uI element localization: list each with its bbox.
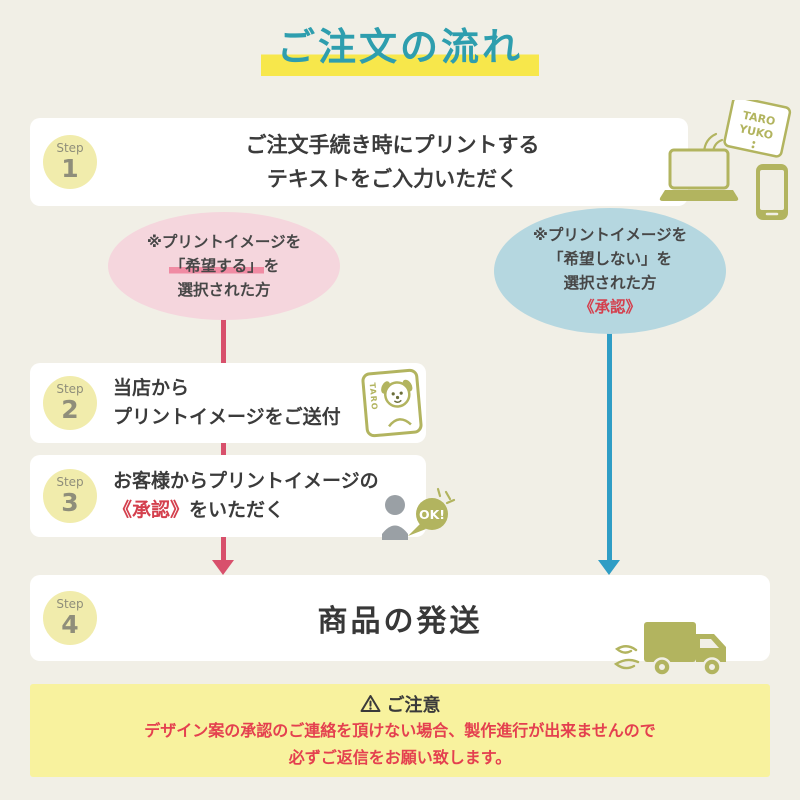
notice-title: ご注意 xyxy=(386,694,441,716)
svg-text:OK!: OK! xyxy=(419,507,445,522)
shipping-truck-icon xyxy=(613,622,726,677)
step-4-label: Step xyxy=(56,596,84,611)
branch-left-highlight: 「希望する」 xyxy=(168,256,264,275)
step-3-badge: Step 3 xyxy=(43,469,97,523)
flow-arrow-right-line xyxy=(607,325,612,562)
warning-icon xyxy=(360,695,380,713)
notice-title-row: ご注意 xyxy=(360,691,441,717)
step-3-text: お客様からプリントイメージの 《承認》をいただく xyxy=(113,467,379,526)
branch-right-approval: 《承認》 xyxy=(578,298,641,317)
step-1-text: ご注文手続き時にプリントする テキストをご入力いただく xyxy=(97,128,688,196)
step-3-card: Step 3 お客様からプリントイメージの 《承認》をいただく xyxy=(30,455,426,537)
step-2-text: 当店から プリントイメージをご送付 xyxy=(113,374,341,433)
page-title-wrap: ご注文の流れ xyxy=(0,16,800,78)
dog-character-icon xyxy=(381,379,413,428)
branch-right-line-2: 「希望しない」を xyxy=(547,249,672,268)
step-2-text-line-2: プリントイメージをご送付 xyxy=(113,406,341,428)
step-1-label: Step xyxy=(56,140,84,155)
step-2-text-line-1: 当店から xyxy=(113,376,190,399)
laptop-icon xyxy=(659,148,739,201)
step-3-label: Step xyxy=(56,474,84,489)
step-4-title: 商品の発送 xyxy=(317,604,483,639)
step-3-text-line-2: 《承認》をいただく xyxy=(113,499,285,521)
branch-left-line-3: 選択された方 xyxy=(177,281,271,299)
notice-line-2: 必ずご返信をお願い致します。 xyxy=(288,747,512,767)
page-title: ご注文の流れ xyxy=(260,16,539,78)
step-4-number: 4 xyxy=(61,609,79,639)
step-3-number: 3 xyxy=(61,487,79,517)
flow-arrow-left-head xyxy=(212,560,234,575)
branch-left-line-2: 「希望する」を xyxy=(168,256,280,275)
approval-accent: 《承認》 xyxy=(113,499,190,521)
step-1-badge: Step 1 xyxy=(43,135,97,189)
name-card-icon: TARO YUKO xyxy=(723,100,792,158)
flow-arrow-right-head xyxy=(598,560,620,575)
print-image-card-icon: TARO xyxy=(361,368,423,438)
devices-icon: TARO YUKO xyxy=(659,100,792,220)
step-1-card: Step 1 ご注文手続き時にプリントする テキストをご入力いただく xyxy=(30,118,688,206)
notice-box: ご注意 デザイン案の承認のご連絡を頂けない場合、製作進行が出来ませんので 必ずご… xyxy=(30,684,770,777)
step-4-badge: Step 4 xyxy=(43,591,97,645)
step-2-badge: Step 2 xyxy=(43,376,97,430)
step-1-text-line-2: テキストをご入力いただく xyxy=(266,167,519,191)
sparkle-icon xyxy=(436,487,456,505)
branch-left-line-1: ※プリントイメージを xyxy=(146,232,302,251)
branch-left-ellipse: ※プリントイメージを 「希望する」を 選択された方 xyxy=(108,212,340,320)
motion-lines-icon xyxy=(613,645,640,670)
person-icon xyxy=(382,495,408,540)
ok-speech-bubble-icon: OK! xyxy=(408,498,448,536)
step-2-number: 2 xyxy=(61,394,79,424)
step-1-text-line-1: ご注文手続き時にプリントする xyxy=(245,132,540,157)
step-2-card: Step 2 当店から プリントイメージをご送付 xyxy=(30,363,426,443)
branch-right-line-3: 選択された方 xyxy=(563,274,657,292)
branch-right-ellipse: ※プリントイメージを 「希望しない」を 選択された方 《承認》 xyxy=(494,208,726,334)
step-3-text-line-1: お客様からプリントイメージの xyxy=(113,469,379,492)
step-1-number: 1 xyxy=(61,153,79,183)
step-2-label: Step xyxy=(56,381,84,396)
svg-text:TARO: TARO xyxy=(368,382,379,411)
branch-right-line-1: ※プリントイメージを xyxy=(532,225,688,244)
customer-approval-icon: OK! xyxy=(382,487,456,540)
notice-line-1: デザイン案の承認のご連絡を頂けない場合、製作進行が出来ませんので xyxy=(144,720,656,740)
smartphone-icon xyxy=(756,164,788,220)
